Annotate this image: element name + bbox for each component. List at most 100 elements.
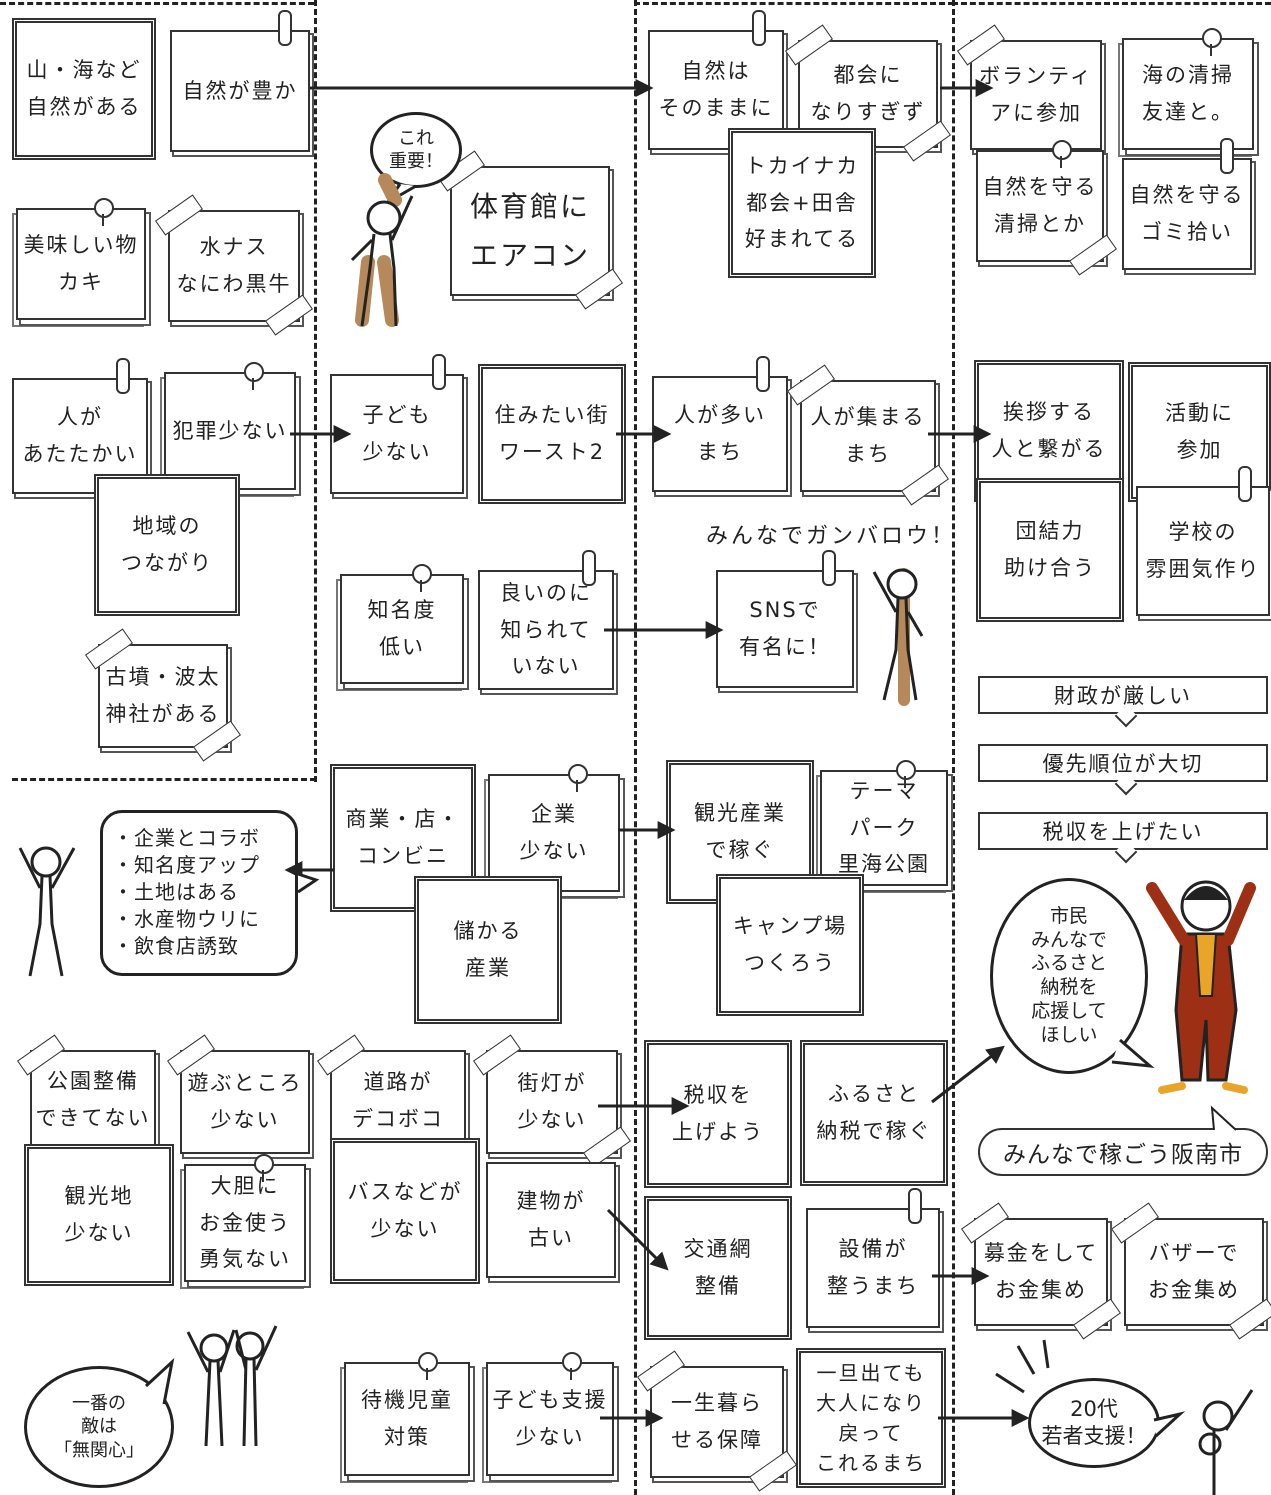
note-no-courage-spend: 大胆に お金使う 勇気ない [184, 1154, 306, 1282]
note-text: 体育館に エアコン [469, 190, 590, 272]
clip-icon [822, 550, 836, 586]
note-text: キャンプ場 つくろう [732, 914, 848, 975]
note-text: 待機児童 対策 [361, 1388, 453, 1449]
note-few-tourist-spots: 観光地 少ない [24, 1144, 174, 1286]
idea-item: ・土地はある [113, 880, 239, 904]
banner-raise-tax: 税収を上げたい [978, 812, 1268, 850]
note-good-but-unknown: 良いのに 知られて いない [478, 550, 614, 690]
clip-icon [756, 356, 770, 392]
cheering-figure-icon [18, 846, 76, 977]
clip-icon [278, 10, 292, 46]
note-fundraising: 募金をして お金集め [960, 1202, 1122, 1340]
note-kofun-shrine: 古墳・波太 神社がある [84, 628, 242, 762]
separator-top-left [0, 2, 314, 5]
note-raise-tax-revenue: 税収を 上げよう [644, 1040, 792, 1188]
cheer-text: みんなでガンバロウ！ [706, 524, 957, 549]
note-low-recognition: 知名度 低い [340, 564, 464, 684]
bubble-tail [1111, 1038, 1155, 1068]
note-text: 子ども支援 少ない [492, 1388, 608, 1449]
note-text: 山・海など 自然がある [26, 58, 142, 119]
pin-icon [254, 1154, 274, 1182]
bubble-tail [1153, 1411, 1186, 1438]
note-text: 交通網 整備 [683, 1237, 753, 1298]
idea-item: ・水産物ウリに [113, 907, 260, 931]
note-community-ties: 地域の つながり [94, 474, 240, 616]
note-text: 募金をして お金集め [983, 1241, 1099, 1302]
note-school-atmosphere: 学校の 雰囲気作り [1136, 466, 1270, 616]
ideas-list-bubble: ・企業とコラボ ・知名度アップ ・土地はある ・水産物ウリに ・飲食店誘致 [100, 810, 298, 976]
note-text: ボランティ アに参加 [979, 64, 1093, 125]
clip-icon [1238, 466, 1252, 502]
note-few-buses: バスなどが 少ない [330, 1138, 480, 1284]
note-text: 活動に 参加 [1165, 401, 1234, 462]
note-rich-nature: 自然が豊か [170, 10, 310, 152]
note-text: 観光地 少ない [64, 1184, 134, 1245]
list-bubble-tail [297, 872, 320, 894]
note-bazaar: バザーで お金集め [1110, 1202, 1271, 1340]
note-keep-nature: 自然は そのままに [648, 10, 784, 150]
note-text: 一旦出ても 大人になり 戻って これるまち [816, 1361, 926, 1475]
pin-icon [244, 362, 264, 390]
note-text: 自然は そのままに [658, 59, 774, 120]
note-text: 大胆に お金使う 勇気ない [199, 1173, 291, 1272]
note-text: 自然を守る ゴミ拾い [1129, 183, 1245, 244]
note-text: 企業 少ない [519, 802, 589, 863]
note-text: 税収を 上げよう [672, 1083, 764, 1144]
pin-icon [896, 760, 916, 788]
note-few-play-places: 遊ぶところ 少ない [166, 1034, 310, 1154]
note-profitable-industry: 儲かる 産業 [414, 876, 562, 1024]
separator-top-mid [634, 2, 954, 5]
note-transport-network: 交通網 整備 [644, 1196, 792, 1340]
cheering-figure-icon [350, 195, 414, 327]
note-text: 一生暮ら せる保障 [671, 1391, 763, 1452]
pin-icon [1052, 140, 1072, 168]
note-sea-cleanup: 海の清掃 友達と。 [1122, 28, 1254, 150]
separator-mid-1 [634, 0, 637, 1495]
note-text: テーマ パーク 里海公園 [838, 778, 930, 877]
note-text: 海の清掃 友達と。 [1142, 63, 1234, 124]
note-text: バザーで お金集め [1148, 1241, 1240, 1302]
pin-icon [94, 198, 114, 226]
clip-icon [116, 358, 130, 394]
note-text: 水ナス なにわ黒牛 [176, 235, 292, 296]
note-mizunasu-beef: 水ナス なにわ黒牛 [154, 194, 314, 336]
pin-icon [1202, 28, 1222, 56]
note-people-gather-town: 人が集まる まち [786, 364, 950, 506]
note-furusato-nozei: ふるさと 納税で稼ぐ [800, 1040, 948, 1186]
note-text: 古墳・波太 神社がある [105, 665, 221, 726]
note-nature-mountain-sea: 山・海など 自然がある [12, 18, 156, 160]
clip-icon [582, 550, 596, 586]
youth-bubble: 20代 若者支援！ [1028, 1378, 1160, 1468]
note-few-streetlights: 街灯が 少ない [472, 1034, 632, 1168]
note-unity: 団結力 助け合う [976, 478, 1124, 622]
note-tokainaka: トカイナカ 都会+田舎 好まれてる [728, 128, 876, 278]
note-gym-aircon: 体育館に エアコン [436, 150, 624, 310]
note-text: 公園整備 できてない [35, 1069, 151, 1130]
arrow [606, 1208, 669, 1271]
note-text: 道路が デコボコ [352, 1070, 444, 1131]
note-old-buildings: 建物が 古い [486, 1162, 616, 1278]
slogan-pill: みんなで稼ごう阪南市 [978, 1128, 1268, 1176]
note-text: 遊ぶところ 少ない [187, 1071, 303, 1132]
note-text: 知名度 低い [367, 598, 437, 659]
waving-figure-icon [1198, 1389, 1254, 1495]
arrow [931, 1045, 1005, 1104]
note-waitlist-children: 待機児童 対策 [344, 1352, 470, 1476]
pin-icon [568, 764, 588, 792]
note-text: 都会に なりすぎず [810, 63, 926, 124]
bubble-tail [1210, 1105, 1237, 1131]
note-campsite: キャンプ場 つくろう [716, 874, 864, 1016]
note-text: 学校の 雰囲気作り [1145, 520, 1261, 581]
separator-left-bottom [12, 778, 316, 781]
note-worst-town: 住みたい街 ワースト2 [478, 364, 626, 504]
note-few-children: 子ども 少ない [330, 354, 464, 494]
note-theme-park: テーマ パーク 里海公園 [820, 760, 948, 886]
note-text: 団結力 助け合う [1004, 519, 1096, 580]
note-park-maintenance: 公園整備 できてない [16, 1034, 156, 1150]
note-protect-nature-cleanup: 自然を守る 清掃とか [976, 140, 1118, 276]
note-text: 犯罪少ない [172, 418, 288, 443]
separator-top-right [952, 2, 1271, 5]
note-text: 設備が 整うまち [827, 1237, 919, 1298]
note-few-companies: 企業 少ない [488, 764, 620, 892]
note-bumpy-roads: 道路が デコボコ [316, 1034, 466, 1152]
